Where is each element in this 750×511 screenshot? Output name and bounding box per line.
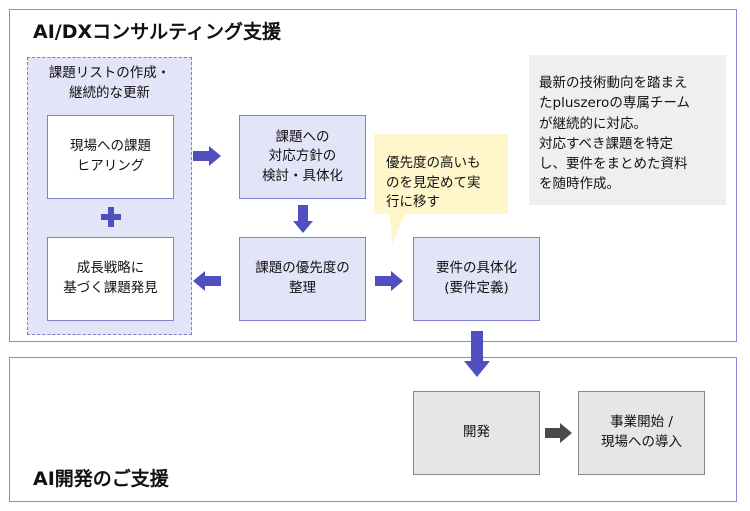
callout-pointer [389, 205, 409, 245]
field-hearing-line1: 現場への課題 [70, 138, 151, 155]
arrow-right-to-launch [545, 423, 572, 443]
requirements-line1: 要件の具体化 [436, 260, 517, 277]
callout-line3: 行に移す [386, 194, 440, 211]
callout-line2: のを見定めて実 [386, 174, 481, 191]
field-hearing-box: 現場への課題 ヒアリング [47, 115, 174, 199]
info-note-line1: 最新の技術動向を踏まえ [539, 75, 688, 91]
issue-list-title-line2: 継続的な更新 [69, 84, 150, 101]
issue-list-title-line1: 課題リストの作成・ [48, 65, 171, 81]
callout-line1: 優先度の高いも [386, 155, 481, 171]
priority-callout: 優先度の高いも のを見定めて実 行に移す [374, 134, 508, 214]
growth-strategy-line2: 基づく課題発見 [63, 280, 158, 296]
development-section-title: AI開発のご支援 [33, 468, 169, 490]
arrow-down-to-development [464, 331, 490, 377]
growth-strategy-line1: 成長戦略に [76, 260, 145, 277]
field-hearing-line2: ヒアリング [76, 158, 145, 174]
development-box: 開発 [413, 391, 540, 475]
info-note-line3: が継続的に対応。 [539, 115, 647, 132]
launch-box: 事業開始 / 現場への導入 [578, 391, 705, 475]
arrow-down-to-priority [293, 205, 313, 233]
policy-box: 課題への 対応方針の 検討・具体化 [239, 115, 366, 199]
info-note-line2: たpluszeroの専属チーム [539, 95, 690, 112]
info-note-line5: し、要件をまとめた資料 [539, 156, 688, 172]
requirements-line2: (要件定義) [444, 280, 509, 296]
arrow-left-to-issues [193, 271, 221, 291]
consulting-section-title: AI/DXコンサルティング支援 [33, 21, 281, 43]
info-note-line4: 対応すべき課題を特定 [539, 135, 674, 152]
priority-line1: 課題の優先度の [255, 260, 350, 277]
launch-line1: 事業開始 / [610, 414, 673, 431]
requirements-box: 要件の具体化 (要件定義) [413, 237, 540, 321]
policy-line1: 課題への [275, 128, 330, 145]
info-note: 最新の技術動向を踏まえ たpluszeroの専属チーム が継続的に対応。 対応す… [529, 55, 726, 205]
launch-line2: 現場への導入 [601, 434, 682, 450]
priority-box: 課題の優先度の 整理 [239, 237, 366, 321]
policy-line3: 検討・具体化 [262, 167, 343, 184]
development-label: 開発 [463, 424, 490, 441]
issue-list-group-title: 課題リストの作成・ 継続的な更新 [27, 64, 192, 103]
plus-icon [101, 207, 121, 227]
arrow-right-to-policy [193, 146, 221, 166]
info-note-line6: を随時作成。 [539, 176, 620, 193]
policy-line2: 対応方針の [268, 148, 337, 165]
growth-strategy-box: 成長戦略に 基づく課題発見 [47, 237, 174, 321]
priority-line2: 整理 [289, 280, 316, 296]
arrow-right-to-requirements [375, 271, 403, 291]
